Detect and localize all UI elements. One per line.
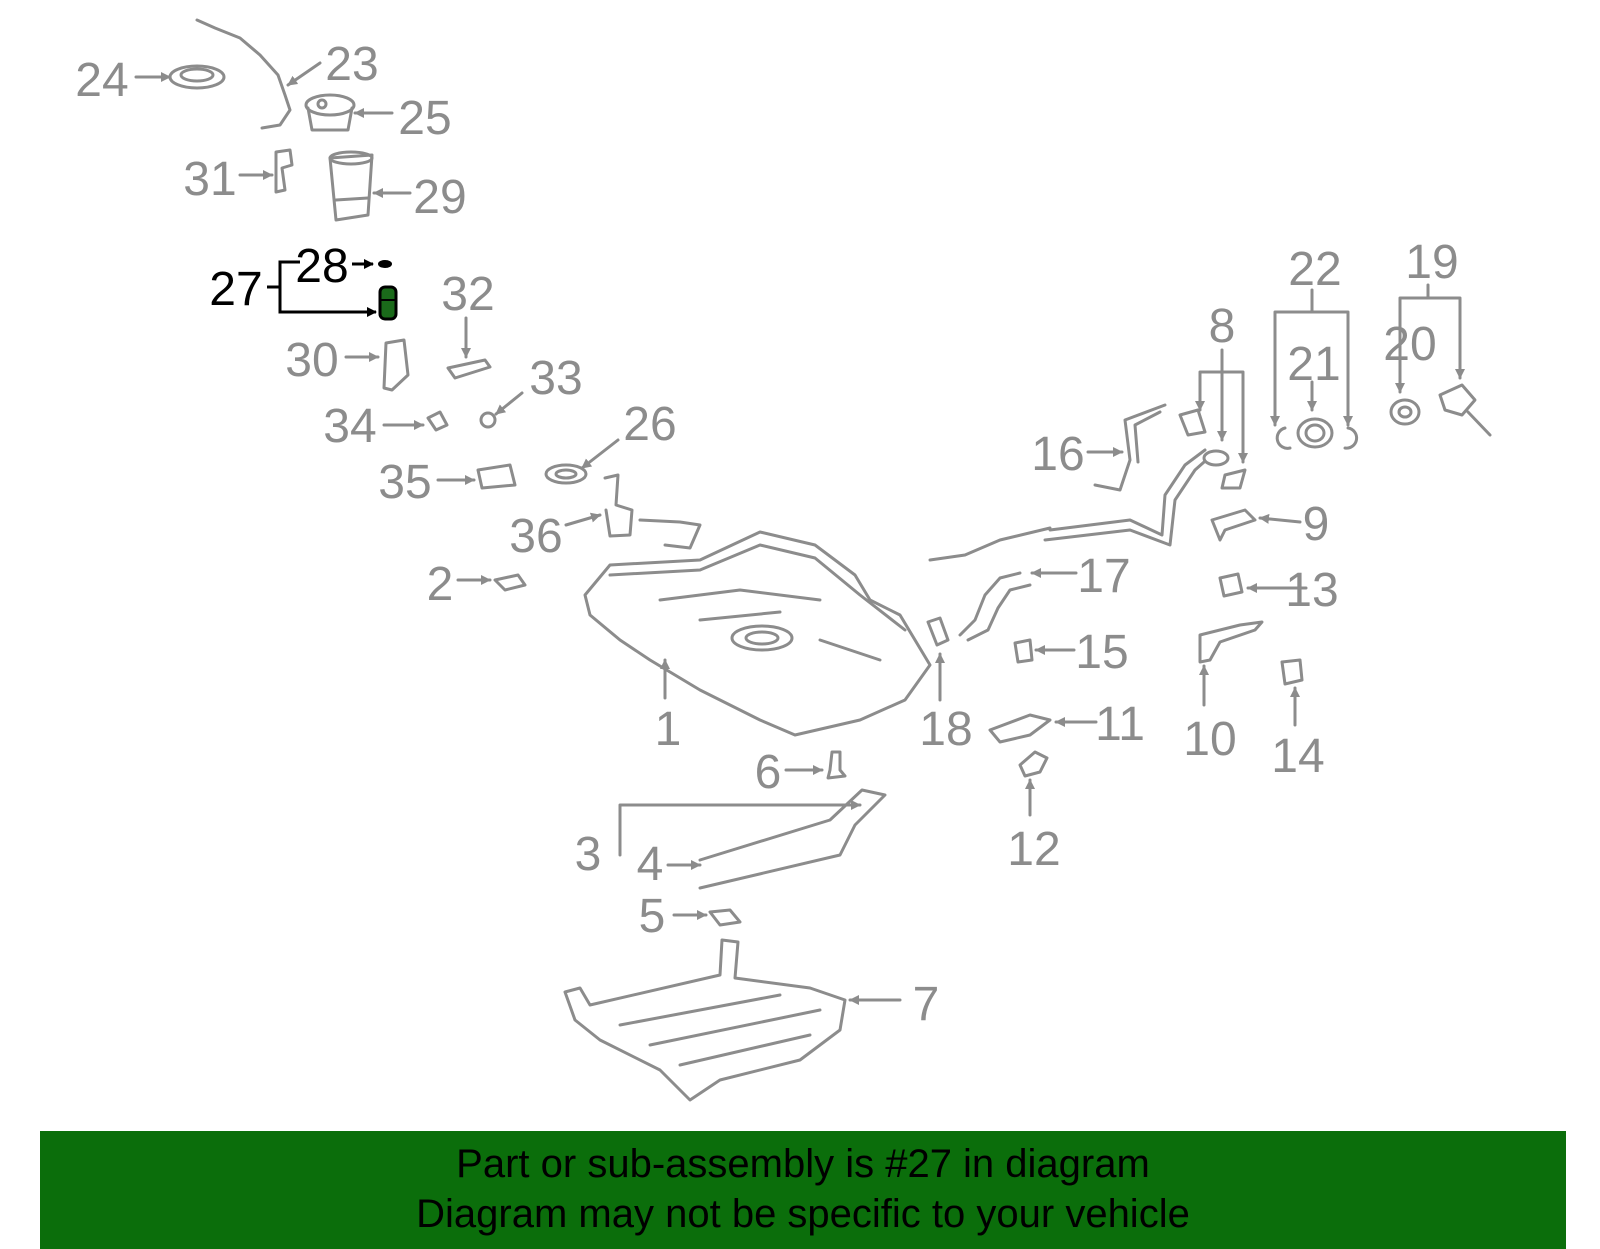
callout-label-12: 12 xyxy=(1007,823,1060,876)
callout-label-26: 26 xyxy=(623,398,676,451)
part-25-drawing xyxy=(304,93,356,132)
callout-label-23: 23 xyxy=(325,38,378,91)
part-26-drawing xyxy=(544,463,588,485)
part-11-drawing xyxy=(988,713,1052,744)
part-20-drawing xyxy=(1389,398,1421,426)
part-29-drawing xyxy=(328,150,374,222)
part-27-drawing xyxy=(378,285,398,321)
callout-label-4: 4 xyxy=(637,838,664,891)
callout-label-9: 9 xyxy=(1303,498,1330,551)
part-7-drawing xyxy=(563,938,847,1102)
part-23-drawing xyxy=(195,18,292,130)
part-4-drawing xyxy=(698,788,887,890)
part-17-drawing xyxy=(958,571,1032,642)
callout-label-6: 6 xyxy=(755,746,782,799)
fuel-line-drawing xyxy=(928,526,1052,562)
part-32-drawing xyxy=(446,358,492,380)
part-16-drawing xyxy=(1093,403,1167,492)
part-33-drawing xyxy=(479,411,497,429)
callout-label-32: 32 xyxy=(441,268,494,321)
callout-label-27: 27 xyxy=(209,263,262,316)
callout-label-11: 11 xyxy=(1095,698,1145,751)
part-12-drawing xyxy=(1018,750,1049,778)
part-31-drawing xyxy=(274,148,294,194)
callout-label-2: 2 xyxy=(427,558,454,611)
callout-label-10: 10 xyxy=(1183,713,1236,766)
part-13-drawing xyxy=(1218,572,1244,598)
highlight-banner: Part or sub-assembly is #27 in diagram D… xyxy=(40,1131,1566,1249)
part-5-drawing xyxy=(708,908,742,927)
part-8-drawing xyxy=(1043,408,1247,547)
callout-label-30: 30 xyxy=(285,334,338,387)
callout-label-14: 14 xyxy=(1271,730,1324,783)
callout-label-15: 15 xyxy=(1075,626,1128,679)
part-18-drawing xyxy=(926,616,950,647)
callout-label-20: 20 xyxy=(1383,318,1436,371)
callout-label-5: 5 xyxy=(639,890,666,943)
callout-label-28: 28 xyxy=(295,240,348,293)
part-34-drawing xyxy=(426,410,449,432)
part-19-drawing xyxy=(1438,383,1492,437)
callout-label-7: 7 xyxy=(913,978,940,1031)
leader-lines xyxy=(134,61,1465,1005)
part-2-drawing xyxy=(493,573,527,592)
callout-label-25: 25 xyxy=(398,92,451,145)
callout-label-17: 17 xyxy=(1077,550,1130,603)
part-1-drawing xyxy=(583,530,932,737)
callout-label-18: 18 xyxy=(919,703,972,756)
part-9-drawing xyxy=(1210,508,1257,542)
callout-label-29: 29 xyxy=(413,171,466,224)
part-30-drawing xyxy=(382,338,410,392)
banner-line-1: Part or sub-assembly is #27 in diagram xyxy=(456,1142,1150,1186)
part-10-drawing xyxy=(1198,620,1264,664)
part-14-drawing xyxy=(1280,658,1304,686)
callout-label-3: 3 xyxy=(575,828,602,881)
parts-diagram: 1 2 3 4 5 6 7 8 9 10 11 12 13 14 15 16 1… xyxy=(75,18,1492,1102)
part-36-drawing xyxy=(603,473,702,550)
callout-label-19: 19 xyxy=(1405,236,1458,289)
callout-label-13: 13 xyxy=(1285,564,1338,617)
part-28-drawing xyxy=(378,260,392,268)
part-6-drawing xyxy=(826,750,847,780)
callout-label-35: 35 xyxy=(378,456,431,509)
callout-label-1: 1 xyxy=(655,703,682,756)
part-15-drawing xyxy=(1013,638,1034,664)
callout-label-22: 22 xyxy=(1288,243,1341,296)
callout-label-36: 36 xyxy=(509,510,562,563)
callout-label-33: 33 xyxy=(529,352,582,405)
part-35-drawing xyxy=(476,463,517,490)
callout-label-31: 31 xyxy=(183,153,236,206)
callout-label-16: 16 xyxy=(1031,428,1084,481)
part-21-22-drawing xyxy=(1275,417,1359,450)
callout-label-21: 21 xyxy=(1287,338,1340,391)
callout-label-24: 24 xyxy=(75,54,128,107)
banner-line-2: Diagram may not be specific to your vehi… xyxy=(416,1192,1190,1236)
part-24-drawing xyxy=(168,64,226,90)
callout-label-8: 8 xyxy=(1209,300,1236,353)
callout-label-34: 34 xyxy=(323,400,376,453)
